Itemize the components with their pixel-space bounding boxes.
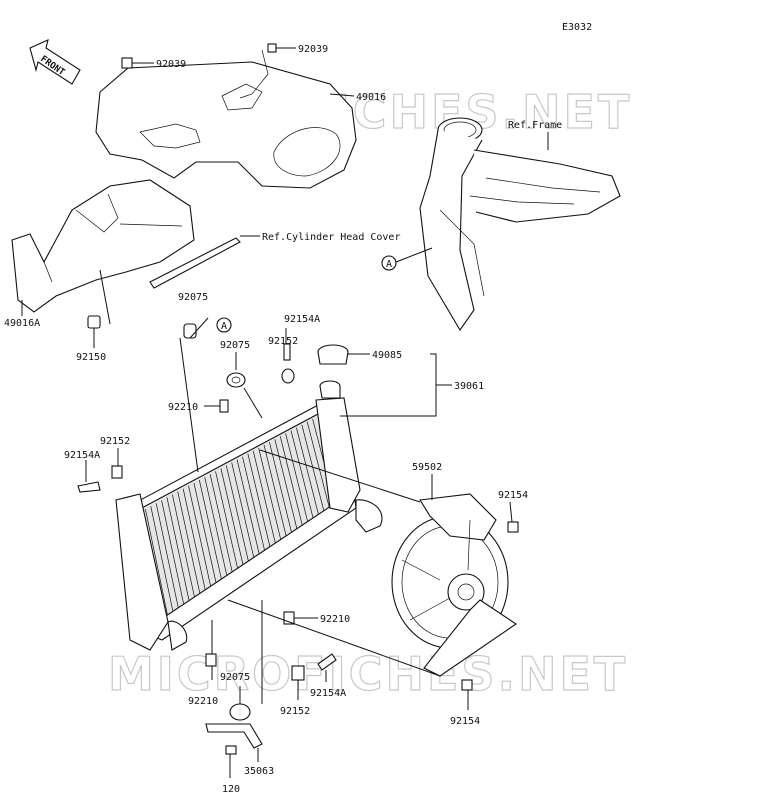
label-92039-left: 92039 [156, 59, 186, 70]
bolt-92154A-left [77, 481, 101, 493]
label-92075-bottom: 92075 [220, 672, 250, 683]
grommet-92075-mid [226, 372, 246, 388]
label-92075-top: 92075 [178, 292, 208, 303]
bracket-35063 [205, 723, 263, 749]
grommet-92075-top [183, 323, 197, 339]
bolt-92154A-top [283, 343, 291, 361]
label-92154A-top: 92154A [284, 314, 320, 325]
radiator-fin [306, 421, 330, 508]
collar-92152-left [111, 465, 123, 479]
radiator-cap-49085 [317, 344, 349, 399]
leader-lines [21, 47, 513, 778]
label-92154-right: 92154 [498, 490, 528, 501]
radiator-fin [193, 482, 217, 583]
bolt-120 [225, 745, 237, 755]
radiator-fin [150, 506, 174, 611]
label-92152-bottom: 92152 [280, 706, 310, 717]
label-49085: 49085 [372, 350, 402, 361]
label-92210-top: 92210 [168, 402, 198, 413]
label-49016: 49016 [356, 92, 386, 103]
radiator-fin [290, 430, 314, 518]
radiator-fin [279, 436, 303, 526]
bolt-92154A-bottom [317, 653, 337, 671]
collar-92152-top [281, 368, 295, 384]
label-39061: 39061 [454, 381, 484, 392]
label-92039-right: 92039 [298, 44, 328, 55]
head-cover-rail [149, 237, 241, 289]
frame-assembly [419, 117, 621, 332]
radiator-fin [177, 491, 201, 594]
label-92154A-left: 92154A [64, 450, 100, 461]
label-92154A-bottom: 92154A [310, 688, 346, 699]
collar-92152-bottom [291, 665, 305, 681]
radiator-fin [182, 488, 206, 590]
callout-a-frame: A [381, 247, 433, 271]
label-92154-lower: 92154 [450, 716, 480, 727]
radiator-fin [274, 439, 298, 529]
radiator-fin [225, 465, 249, 561]
radiator-fin [215, 471, 238, 569]
label-92152-top: 92152 [268, 336, 298, 347]
grommet-92075-bottom [229, 703, 251, 721]
label-92210-bottom: 92210 [188, 696, 218, 707]
radiator-fin [296, 427, 319, 515]
label-120: 120 [222, 784, 240, 795]
radiator-fin [209, 474, 233, 572]
radiator-fin [198, 479, 222, 579]
label-92150: 92150 [76, 352, 106, 363]
ref-frame: Ref.Frame [508, 120, 562, 131]
radiator-fin [252, 450, 276, 543]
radiator-fin [172, 494, 195, 597]
svg-text:A: A [221, 321, 227, 332]
radiator-fin [258, 447, 282, 540]
radiator-fin [188, 485, 211, 586]
radiator-fin [242, 456, 265, 551]
clip-92210-left [205, 653, 217, 667]
radiator-fin [161, 500, 184, 604]
watermark-bottom: MICROFICHES.NET [108, 647, 628, 701]
bolt-92154-lower [461, 679, 473, 691]
svg-text:A: A [386, 259, 392, 270]
bolt-92039-right [267, 43, 277, 53]
radiator-fin [220, 468, 244, 565]
radiator-fin [231, 462, 255, 558]
bolt-92039-left [121, 57, 133, 69]
radiator-fin [145, 509, 168, 615]
clip-92210-top [219, 399, 229, 413]
bolt-92154-right [507, 521, 519, 533]
label-92210-right: 92210 [320, 614, 350, 625]
lower-shroud-49016A [11, 179, 195, 313]
radiator-fin [285, 433, 308, 522]
label-35063: 35063 [244, 766, 274, 777]
radiator-39061 [115, 397, 383, 651]
diagram-id: E3032 [562, 22, 592, 33]
label-92075-mid: 92075 [220, 340, 250, 351]
ref-cylinder-head-cover: Ref.Cylinder Head Cover [262, 232, 400, 243]
nut-92150 [87, 315, 101, 329]
part-labels: 92039 92039 49016 49016A 92150 92075 921… [4, 44, 528, 795]
radiator-fin [155, 503, 179, 608]
callout-a-radiator: A [216, 317, 232, 333]
label-92152-left: 92152 [100, 436, 130, 447]
radiator-fin [263, 445, 287, 536]
front-arrow-icon: FRONT [29, 39, 81, 85]
radiator-fin [269, 442, 292, 533]
label-49016A: 49016A [4, 318, 40, 329]
label-59502: 59502 [412, 462, 442, 473]
radiator-fin [301, 424, 325, 511]
radiator-fin [204, 477, 228, 576]
radiator-fin [236, 459, 260, 554]
upper-cover-49016 [95, 49, 357, 189]
radiator-fin [166, 497, 190, 601]
radiator-fin [247, 453, 271, 547]
fan-assembly-59502 [391, 493, 517, 677]
